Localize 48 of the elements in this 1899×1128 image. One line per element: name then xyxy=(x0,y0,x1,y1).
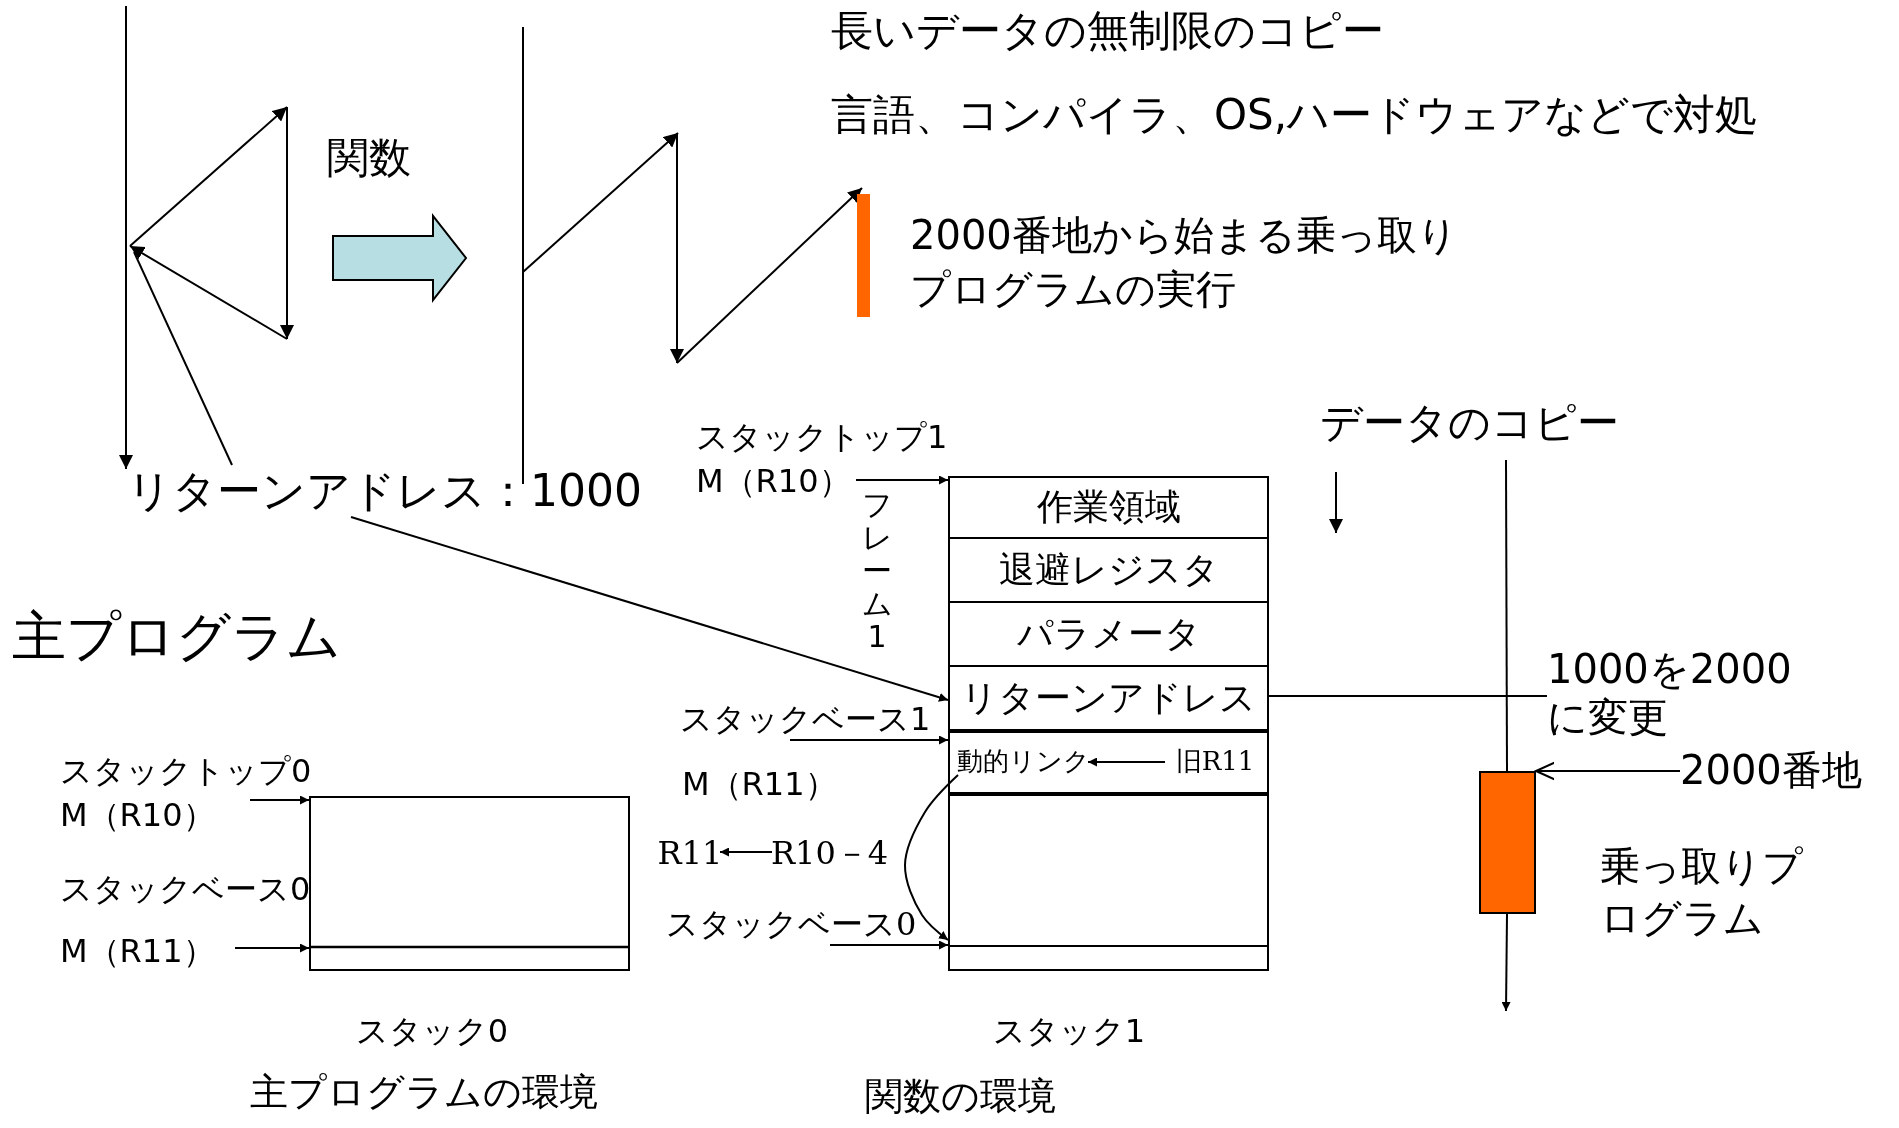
pointer-label: 旧R11 xyxy=(1165,742,1265,782)
stack-label: スタック1 xyxy=(992,1012,1146,1051)
arrow xyxy=(789,735,949,745)
stack-cell: 作業領域 xyxy=(948,476,1269,539)
stack-label: スタック0 xyxy=(355,1012,509,1051)
pointer-label: M（R10） xyxy=(696,458,856,504)
label-text: 関数 xyxy=(327,133,411,184)
stack-cell xyxy=(948,794,1269,947)
program-label: 乗っ取りプログラム xyxy=(1600,842,1804,943)
arrow xyxy=(719,847,773,857)
leader-line xyxy=(133,251,233,466)
pointer-label: R10－4 xyxy=(772,831,887,875)
arrow xyxy=(234,943,310,953)
label-text: データのコピー xyxy=(1320,398,1619,449)
label-text: M（R11） xyxy=(682,765,837,804)
arrow xyxy=(904,774,959,941)
connector-line xyxy=(1268,695,1548,697)
arrow xyxy=(1535,761,1681,781)
annotation-text: 2000番地 xyxy=(1680,746,1880,794)
stack-frame xyxy=(948,476,1269,971)
label-text: 長いデータの無制限のコピー xyxy=(831,6,1384,57)
label-text: フレーム1 xyxy=(862,488,892,653)
program-block xyxy=(1479,771,1536,914)
pointer-label: M（R11） xyxy=(60,928,235,974)
label-text: 言語、コンパイラ、OS,ハードウェアなどで対処 xyxy=(831,90,1758,141)
arrow xyxy=(855,475,949,485)
caption: 関数の環境 xyxy=(865,1074,1056,1120)
arrow xyxy=(829,940,949,950)
pointer-label: M（R10） xyxy=(60,790,250,840)
stack-cell: 退避レジスタ xyxy=(948,539,1269,603)
note-text: 2000番地から始まる乗っ取りプログラムの実行 xyxy=(910,211,1459,314)
stack-cell: リターンアドレス xyxy=(948,667,1269,731)
arrow xyxy=(1087,757,1166,767)
caption: 主プログラムの環境 xyxy=(250,1070,598,1116)
label-text: スタックトップ1 xyxy=(696,418,948,457)
connector-line xyxy=(1505,459,1508,772)
pointer-label: R11 xyxy=(660,831,720,875)
arrow xyxy=(1501,913,1511,1012)
arrow xyxy=(350,516,949,702)
pointer-label: 動的リンク xyxy=(958,742,1088,782)
stack-cell: パラメータ xyxy=(948,603,1269,667)
stack-frame xyxy=(309,796,630,971)
stack-cell xyxy=(948,731,1269,794)
label-text: スタックトップ0 xyxy=(60,752,312,791)
label-text: スタックベース0 xyxy=(60,870,311,909)
annotation-text: リターンアドレス：1000 xyxy=(127,465,647,517)
section-title: 主プログラム xyxy=(12,605,341,670)
arrow xyxy=(249,795,310,805)
